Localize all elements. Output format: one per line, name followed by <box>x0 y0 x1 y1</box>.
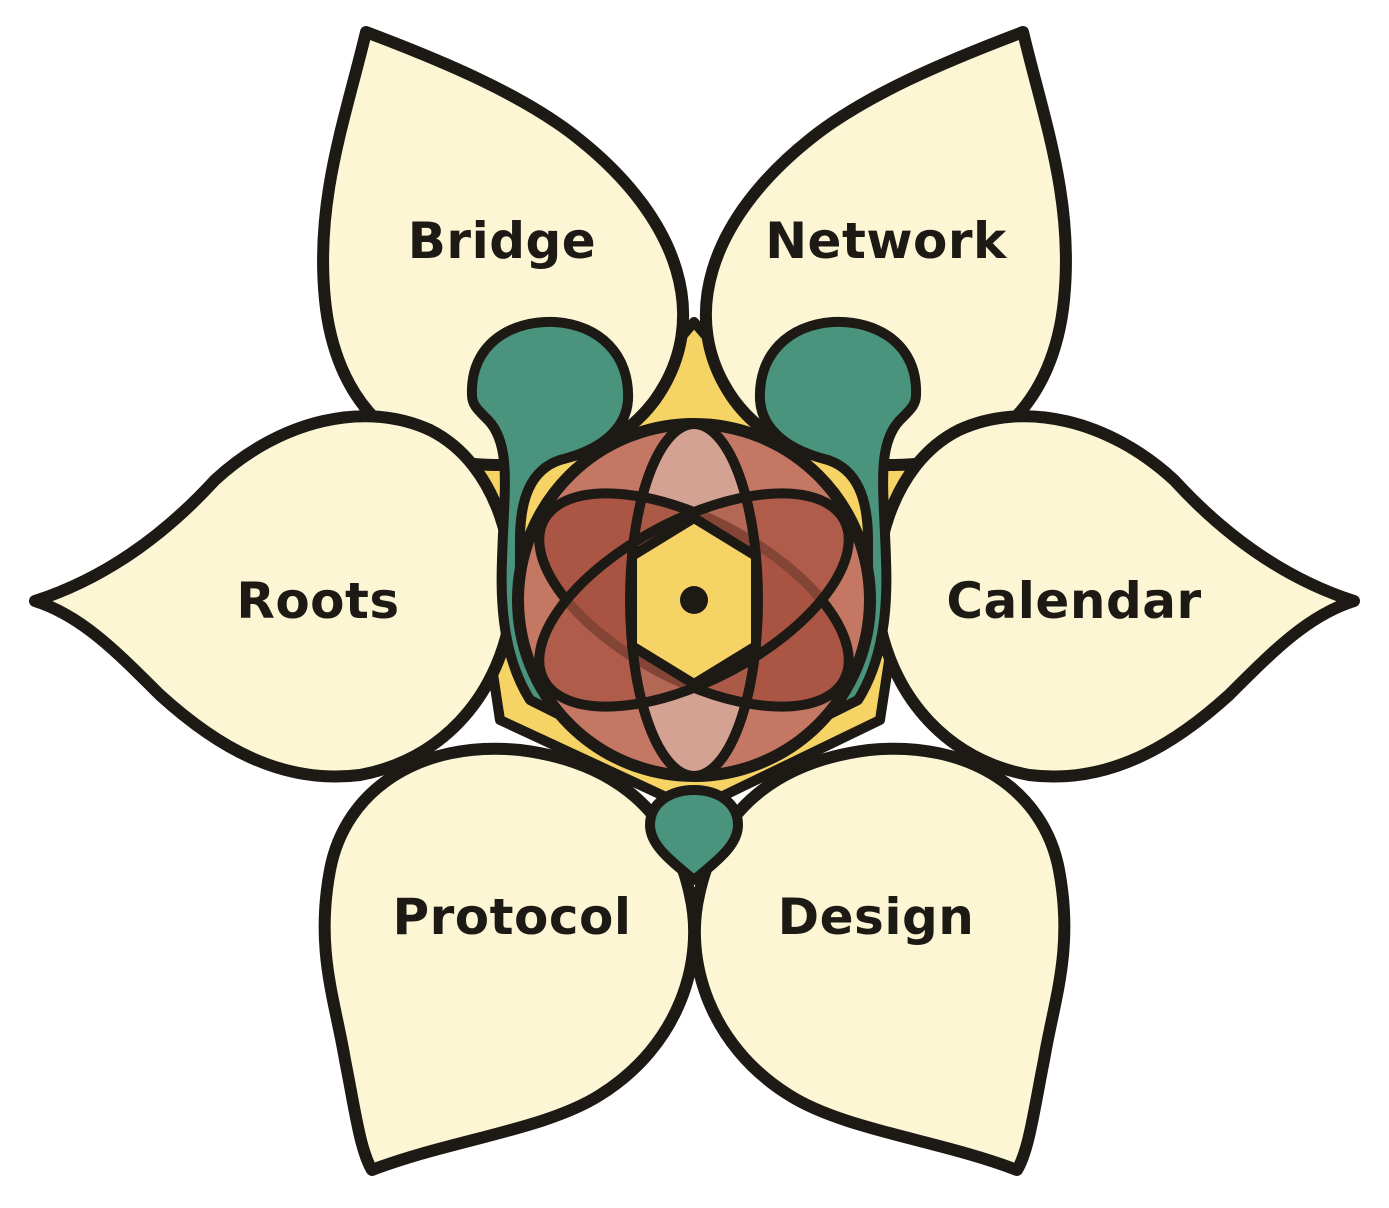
petal-label-protocol: Protocol <box>392 888 631 946</box>
teal-drop <box>645 785 743 885</box>
petal-design <box>688 742 1071 1176</box>
petal-label-bridge: Bridge <box>408 212 596 270</box>
petal-label-calendar: Calendar <box>946 572 1201 630</box>
petal-label-roots: Roots <box>236 572 399 630</box>
petal-label-design: Design <box>778 888 975 946</box>
petal-protocol <box>318 742 701 1176</box>
center-dot <box>680 586 708 614</box>
petal-label-network: Network <box>765 212 1008 270</box>
